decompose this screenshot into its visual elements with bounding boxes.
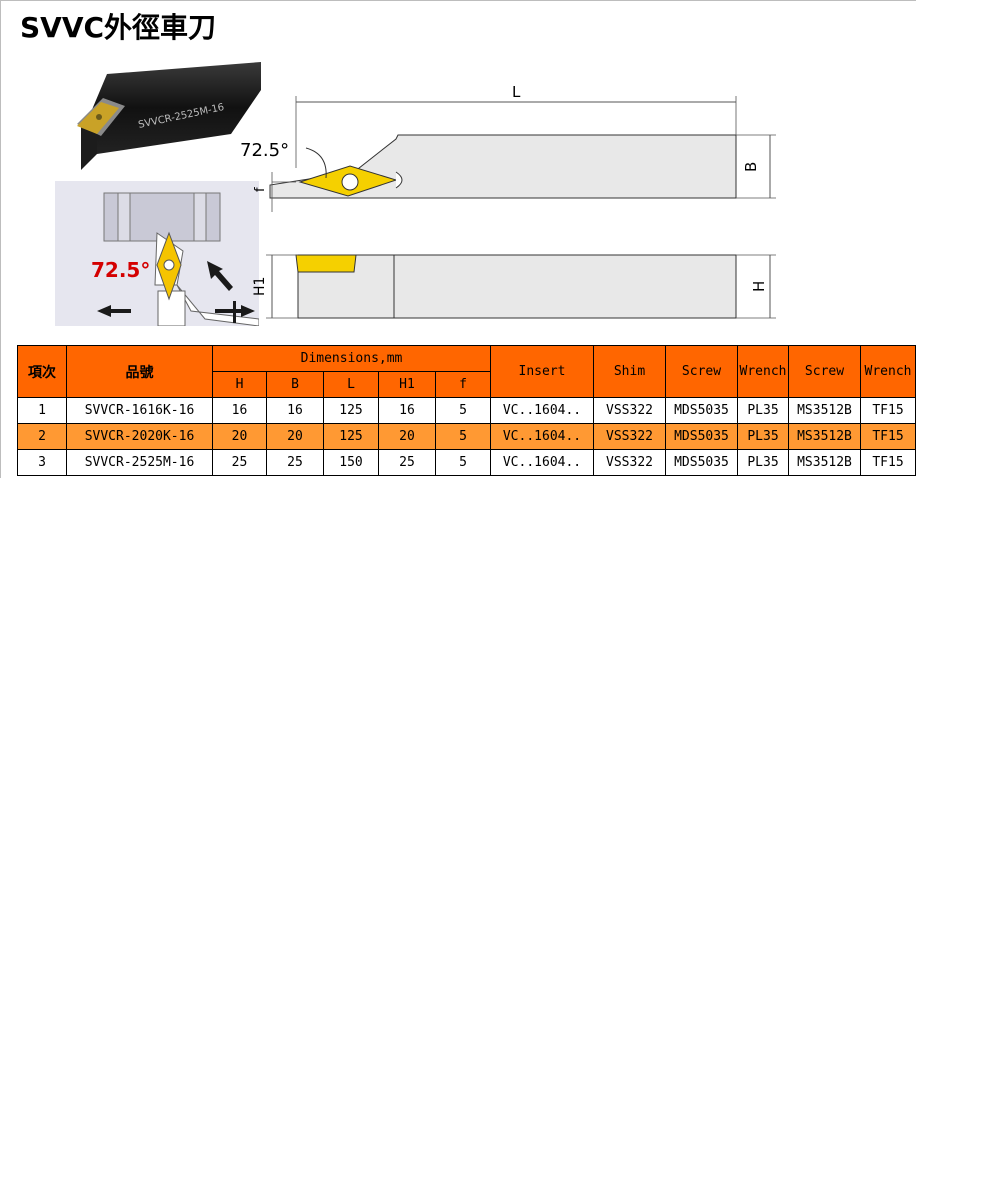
cell-shim: VSS322 (593, 397, 666, 424)
cell-screw-2: MS3512B (788, 449, 861, 476)
cell-f: 5 (435, 449, 491, 476)
cell-shim: VSS322 (593, 423, 666, 450)
cell-part-no: SVVCR-2525M-16 (66, 449, 213, 476)
cell-l: 125 (323, 423, 379, 450)
cell-item: 2 (17, 423, 67, 450)
table-row: 1 SVVCR-1616K-16 16 16 125 16 5 VC..1604… (17, 397, 916, 424)
header-row-1: 項次 品號 Dimensions,mm Insert Shim Screw Wr… (17, 345, 916, 398)
header-item: 項次 (17, 345, 67, 398)
cell-l: 150 (323, 449, 379, 476)
header-screw-1: Screw (665, 345, 738, 398)
cell-b: 25 (266, 449, 324, 476)
cell-wrench-1: PL35 (737, 449, 789, 476)
drawing-angle-label: 72.5° (240, 140, 289, 161)
cell-wrench-2: TF15 (860, 423, 916, 450)
cell-screw-2: MS3512B (788, 423, 861, 450)
cell-h: 25 (212, 449, 267, 476)
cell-item: 1 (17, 397, 67, 424)
tool-holder-photo: SVVCR-2525M-16 (77, 62, 261, 170)
cell-h1: 20 (378, 423, 436, 450)
left-border-line (0, 0, 1, 478)
dim-f-label: f (253, 187, 268, 192)
cell-part-no: SVVCR-1616K-16 (66, 397, 213, 424)
page-title: SVVC外徑車刀 (20, 11, 217, 44)
cell-l: 125 (323, 397, 379, 424)
cell-f: 5 (435, 397, 491, 424)
header-part-no: 品號 (66, 345, 213, 398)
cell-insert: VC..1604.. (490, 449, 594, 476)
left-arrow-icon (97, 305, 131, 317)
cell-f: 5 (435, 423, 491, 450)
cell-screw-2: MS3512B (788, 397, 861, 424)
header-screw-2: Screw (788, 345, 861, 398)
cell-item: 3 (17, 449, 67, 476)
header-row-2: H B L H1 f (18, 371, 916, 398)
header-insert: Insert (490, 345, 594, 398)
table-row: 3 SVVCR-2525M-16 25 25 150 25 5 VC..1604… (17, 449, 916, 476)
cell-screw-1: MDS5035 (665, 423, 738, 450)
angle-label: 72.5° (91, 258, 150, 282)
angle-diagram: 72.5° (55, 181, 259, 326)
diagonal-arrow-icon (207, 261, 233, 291)
top-border-line (0, 0, 916, 1)
technical-drawing: L B 72.5° f H1 H (240, 83, 776, 319)
cell-screw-1: MDS5035 (665, 397, 738, 424)
spec-table: 項次 品號 Dimensions,mm Insert Shim Screw Wr… (17, 345, 916, 476)
dim-h-label: H (750, 281, 768, 292)
header-dim-b: B (266, 371, 324, 398)
cell-wrench-2: TF15 (860, 449, 916, 476)
header-dim-f: f (435, 371, 491, 398)
header-shim: Shim (593, 345, 666, 398)
cell-b: 16 (266, 397, 324, 424)
dim-h1-label: H1 (252, 277, 268, 296)
cell-b: 20 (266, 423, 324, 450)
cell-insert: VC..1604.. (490, 423, 594, 450)
cell-wrench-1: PL35 (737, 423, 789, 450)
cell-shim: VSS322 (593, 449, 666, 476)
cell-part-no: SVVCR-2020K-16 (66, 423, 213, 450)
dim-l-label: L (512, 83, 521, 101)
cell-h1: 25 (378, 449, 436, 476)
cell-h: 20 (212, 423, 267, 450)
header-wrench-1: Wrench (737, 345, 789, 398)
header-dim-l: L (323, 371, 379, 398)
cell-wrench-2: TF15 (860, 397, 916, 424)
header-dim-h: H (212, 371, 267, 398)
header-dim-h1: H1 (378, 371, 436, 398)
cell-h1: 16 (378, 397, 436, 424)
cell-h: 16 (212, 397, 267, 424)
header-dimensions: Dimensions,mm (212, 345, 491, 372)
cell-screw-1: MDS5035 (665, 449, 738, 476)
dim-b-label: B (742, 162, 760, 172)
header-wrench-2: Wrench (860, 345, 916, 398)
cell-wrench-1: PL35 (737, 397, 789, 424)
table-row: 2 SVVCR-2020K-16 20 20 125 20 5 VC..1604… (17, 423, 916, 450)
cell-insert: VC..1604.. (490, 397, 594, 424)
